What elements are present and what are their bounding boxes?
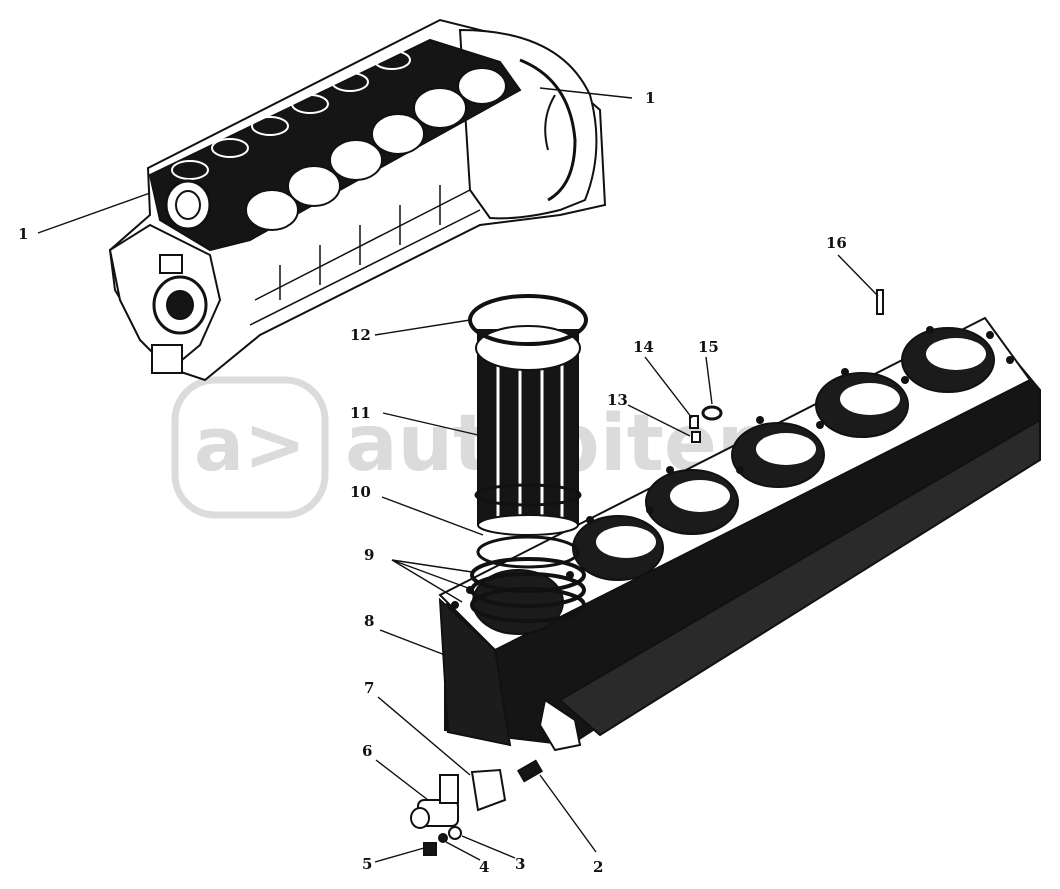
callout-16: 16 (826, 234, 847, 252)
flange-7 (470, 768, 507, 812)
callout-10: 10 (350, 483, 371, 501)
callout-4: 4 (479, 858, 489, 876)
washer-4 (438, 833, 448, 843)
cylinder-block (438, 316, 1041, 752)
callout-14: 14 (633, 338, 654, 356)
callout-6: 6 (362, 742, 372, 760)
bushing-14 (689, 415, 699, 429)
assembled-engine-block (108, 18, 607, 382)
ring-9c (470, 587, 586, 623)
pin-16 (876, 289, 884, 315)
callout-5: 5 (362, 855, 372, 873)
stud-2 (516, 759, 544, 783)
ring-10 (476, 535, 580, 569)
watermark-logo-frame (171, 376, 329, 519)
drain-cock-assembly (410, 759, 544, 856)
callout-11: 11 (350, 404, 371, 422)
cylinder-liner (468, 294, 588, 536)
leader-lines (37, 87, 879, 863)
watermark-logo-text: a> (194, 402, 306, 488)
callout-13: 13 (607, 391, 628, 409)
callout-9: 9 (364, 546, 374, 564)
plug-13 (691, 431, 701, 443)
callout-1-left: 1 (18, 225, 28, 243)
callout-1-right: 1 (645, 89, 655, 107)
sealing-rings (470, 535, 586, 623)
callout-8: 8 (364, 612, 374, 630)
ring-15 (701, 405, 723, 421)
callout-7: 7 (364, 679, 374, 697)
callout-3: 3 (515, 855, 525, 873)
callout-12: 12 (350, 326, 371, 344)
callout-2: 2 (593, 858, 603, 876)
nut-5 (423, 842, 437, 856)
small-parts (689, 289, 884, 443)
callout-labels: 1 1 2 3 4 5 6 7 8 9 10 11 12 13 14 15 16 (18, 89, 847, 876)
callout-15: 15 (698, 338, 719, 356)
ring-9b (470, 572, 586, 608)
washer-3 (448, 826, 462, 840)
